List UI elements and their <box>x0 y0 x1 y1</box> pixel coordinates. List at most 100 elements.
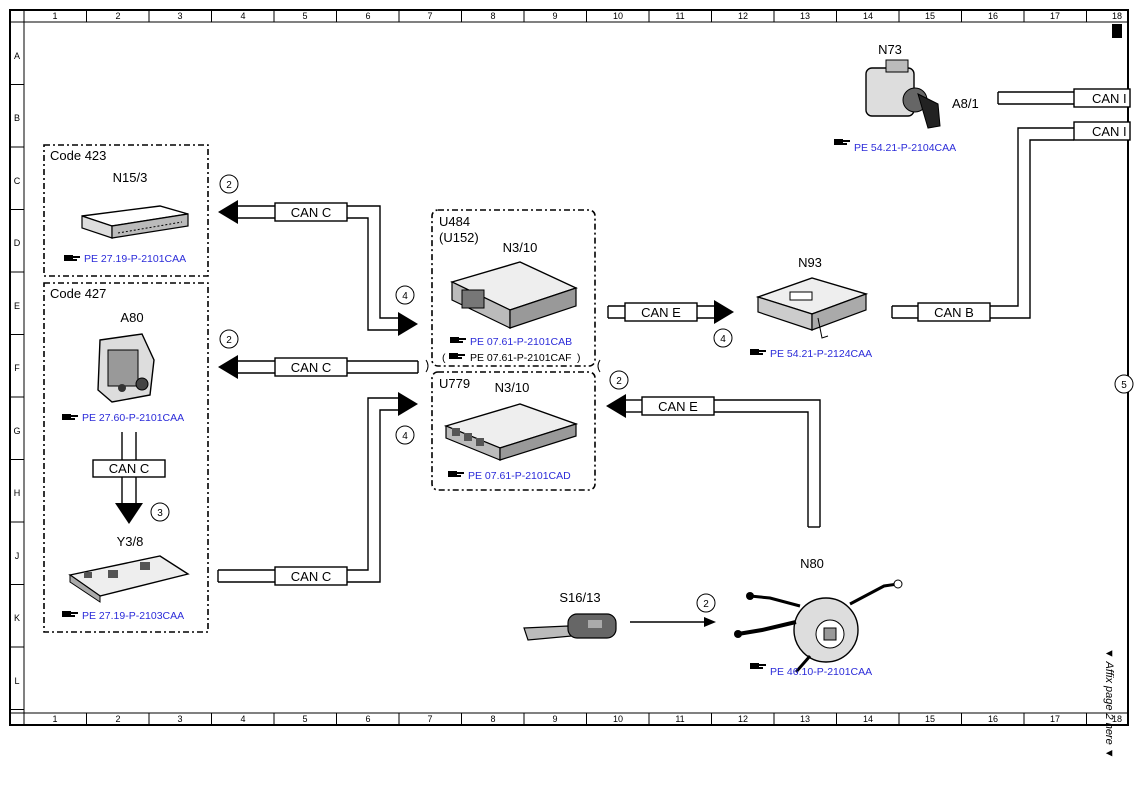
s16-13-lever-switch-icon <box>523 613 617 641</box>
arrow-right <box>704 617 716 627</box>
row-label: D <box>14 238 21 248</box>
component-n93-label: N93 <box>798 255 822 270</box>
callout-circle <box>395 425 415 445</box>
col-label: 3 <box>177 11 182 21</box>
callout-number: 2 <box>616 376 622 387</box>
bus-label: CAN C <box>291 205 331 220</box>
ref-n3-10-cab[interactable]: PE 07.61-P-2101CAB <box>470 336 572 348</box>
group-u484 <box>431 209 596 367</box>
col-label: 8 <box>490 11 495 21</box>
callout-circle <box>219 329 239 349</box>
group-u484-label: U484 <box>439 214 470 229</box>
col-label: 4 <box>240 11 245 21</box>
corner-mark <box>1112 24 1122 38</box>
col-label: 4 <box>240 714 245 724</box>
ref-n15-3[interactable]: PE 27.19-P-2101CAA <box>84 253 186 265</box>
bus-label: CAN C <box>291 569 331 584</box>
a80-actuator-icon <box>97 333 155 403</box>
callout-circle <box>696 593 716 613</box>
col-label: 11 <box>675 714 684 724</box>
component-n15-3-label: N15/3 <box>113 170 148 185</box>
n93-module-icon <box>755 277 869 339</box>
reference-hand-icon <box>449 353 465 359</box>
col-label: 14 <box>863 11 873 21</box>
callout-circle <box>395 285 415 305</box>
ref-n93[interactable]: PE 54.21-P-2124CAA <box>770 348 872 360</box>
group-code427 <box>43 282 209 633</box>
col-label: 1 <box>52 11 57 21</box>
callout-number: 4 <box>720 334 726 345</box>
col-label: 9 <box>552 11 557 21</box>
ref-n73[interactable]: PE 54.21-P-2104CAA <box>854 142 956 154</box>
col-label: 12 <box>738 11 748 21</box>
component-n80-label: N80 <box>800 556 824 571</box>
component-n73-label: N73 <box>878 42 902 57</box>
group-u152-label: (U152) <box>439 230 479 245</box>
bus-can-c-vertical <box>92 459 166 478</box>
reference-hand-icon <box>450 337 466 343</box>
col-label: 5 <box>302 11 307 21</box>
group-u779-label: U779 <box>439 376 470 391</box>
col-label: 9 <box>552 714 557 724</box>
col-label: 2 <box>115 11 120 21</box>
arrow-right <box>398 392 418 416</box>
col-label: 13 <box>800 11 810 21</box>
bus-label: CAN E <box>641 305 681 320</box>
col-label: 18 <box>1112 714 1122 724</box>
bus-label: CAN E <box>658 399 698 414</box>
reference-hand-icon <box>64 255 80 261</box>
callout-number: 2 <box>226 335 232 346</box>
col-label: 14 <box>863 714 873 724</box>
arrow-down <box>115 503 143 524</box>
col-label: 5 <box>302 714 307 724</box>
col-label: 10 <box>613 714 623 724</box>
component-n3-10-top-label: N3/10 <box>503 240 538 255</box>
row-label: K <box>14 613 20 623</box>
callout-circle <box>609 370 629 390</box>
col-label: 7 <box>427 11 432 21</box>
col-label: 6 <box>365 714 370 724</box>
col-label: 13 <box>800 714 810 724</box>
bus-can-c-middle <box>274 357 348 377</box>
arrow-right <box>398 312 418 336</box>
arrow-right <box>714 300 734 324</box>
component-n3-10-bottom-label: N3/10 <box>495 380 530 395</box>
ref-n3-10-caf[interactable]: PE 07.61-P-2101CAF <box>470 352 572 364</box>
ruler-ticks <box>10 10 1087 725</box>
callout-number: 2 <box>226 180 232 191</box>
group-u779 <box>431 371 596 491</box>
row-label: C <box>14 176 21 186</box>
ref-a80[interactable]: PE 27.60-P-2101CAA <box>82 412 184 424</box>
bus-can-e-top <box>624 302 698 322</box>
callout-number: 4 <box>402 291 408 302</box>
group-code423 <box>43 144 209 277</box>
callout-number: 2 <box>703 599 709 610</box>
component-a80-label: A80 <box>120 310 143 325</box>
ref-paren-open: ( <box>442 352 446 364</box>
col-label: 15 <box>925 11 935 21</box>
component-y3-8-label: Y3/8 <box>117 534 144 549</box>
n15-3-module-icon <box>81 205 189 239</box>
callout-circle <box>1114 374 1134 394</box>
row-label: E <box>14 301 20 311</box>
row-label: F <box>14 363 20 373</box>
ref-n3-10-cad[interactable]: PE 07.61-P-2101CAD <box>468 470 571 482</box>
arrow-left <box>606 394 626 418</box>
bus-label: CAN I <box>1092 124 1127 139</box>
col-label: 11 <box>675 11 684 21</box>
callout-number: 3 <box>157 508 163 519</box>
reference-hand-icon <box>62 414 78 420</box>
ruler-left: A B C D E F G H J K L <box>13 51 20 686</box>
ref-paren-close: ) <box>577 352 581 364</box>
callout-number: 5 <box>1121 380 1127 391</box>
group-code423-label: Code 423 <box>50 148 106 163</box>
col-label: 15 <box>925 714 935 724</box>
bus-can-top-1 <box>1073 88 1131 108</box>
ref-y3-8[interactable]: PE 27.19-P-2103CAA <box>82 610 184 622</box>
ref-n80[interactable]: PE 46.10-P-2101CAA <box>770 666 872 678</box>
callout-circle <box>219 174 239 194</box>
col-label: 16 <box>988 714 998 724</box>
col-label: 1 <box>52 714 57 724</box>
col-label: 6 <box>365 11 370 21</box>
bus-label: CAN B <box>934 305 974 320</box>
